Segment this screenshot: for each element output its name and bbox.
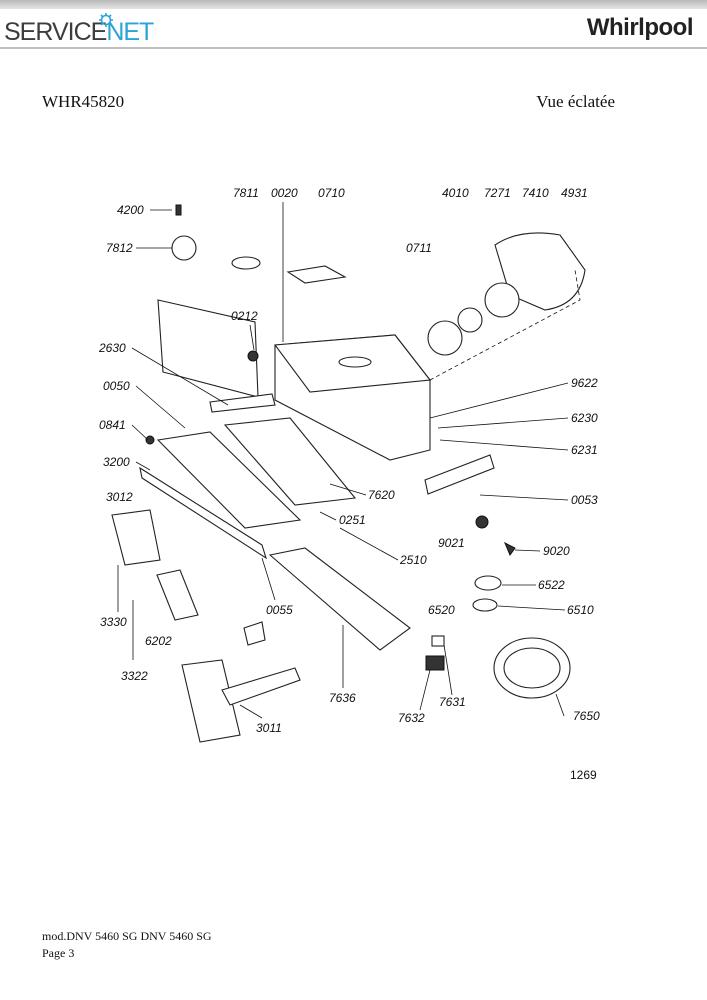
header-divider	[0, 47, 707, 49]
clip	[243, 621, 266, 646]
knob	[475, 515, 489, 529]
lower-filter	[268, 547, 411, 651]
footer-model-line: mod.DNV 5460 SG DNV 5460 SG	[42, 929, 212, 943]
part-label: 4010	[442, 186, 469, 200]
lamp-cover	[474, 575, 502, 591]
housing-outlet	[338, 356, 372, 368]
top-bar	[0, 0, 707, 9]
leader-7631	[443, 644, 453, 696]
lamp-bulb	[472, 598, 498, 612]
part-label: 6231	[571, 443, 598, 457]
part-label: 7631	[439, 695, 466, 709]
leader-0053	[479, 494, 569, 501]
part-label: 7620	[368, 488, 395, 502]
part-label: 7636	[329, 691, 356, 705]
part-label: 0710	[318, 186, 345, 200]
small-knob	[145, 435, 155, 445]
part-label: 6230	[571, 411, 598, 425]
filter-frame	[156, 431, 302, 529]
fan-wheel	[484, 282, 520, 318]
part-label: 7271	[484, 186, 511, 200]
brand-net: NET	[106, 18, 154, 46]
leader-3011	[239, 704, 263, 719]
leader-0055	[261, 557, 276, 601]
part-label: 6510	[567, 603, 594, 617]
part-label: 7811	[233, 186, 259, 200]
part-label: 6522	[538, 578, 565, 592]
part-label: 9622	[571, 376, 598, 390]
part-label: 2510	[399, 553, 427, 567]
motor	[457, 307, 483, 333]
diagram-reference: 1269	[570, 768, 597, 782]
leader-0841	[131, 424, 149, 441]
side-rail-left	[209, 393, 276, 413]
page-number: Page 3	[42, 946, 75, 960]
top-filter	[286, 265, 347, 284]
part-label: 0020	[271, 186, 298, 200]
part-label: 6520	[428, 603, 455, 617]
lower-handle	[181, 659, 241, 743]
part-label: 6202	[145, 634, 172, 648]
part-label: 3330	[100, 615, 127, 629]
leader-7650	[555, 693, 565, 717]
leader-2510	[339, 527, 399, 561]
connector-nut	[247, 350, 259, 362]
part-label: 7812	[106, 241, 133, 255]
switch-small	[425, 655, 445, 671]
part-label: 0251	[339, 513, 366, 527]
view-title: Vue éclatée	[536, 92, 615, 111]
part-label: 4200	[117, 203, 144, 217]
gear-icon	[99, 13, 113, 27]
lower-handle-arm	[221, 667, 301, 706]
leader-9622	[429, 382, 569, 419]
part-label: 0841	[99, 418, 126, 432]
grease-filter	[223, 417, 357, 506]
top-connector	[231, 256, 261, 270]
pin	[175, 204, 182, 216]
part-label: 4931	[561, 186, 588, 200]
servicenet-logo: SERVICENET	[4, 18, 154, 47]
upper-handle	[111, 509, 161, 566]
motor-grille	[427, 320, 463, 356]
part-label: 9021	[438, 536, 465, 550]
part-label: 7410	[522, 186, 549, 200]
leader-3200	[135, 461, 151, 471]
leader-0050	[135, 385, 186, 429]
leader-6231	[439, 439, 569, 451]
part-label: 3322	[121, 669, 148, 683]
latch	[504, 541, 516, 557]
connector-small	[431, 635, 445, 647]
brand-service: SERVICE	[4, 18, 107, 46]
leader-7620	[329, 483, 367, 496]
part-label: 0711	[406, 241, 432, 255]
part-label: 3012	[106, 490, 133, 504]
part-label: 0055	[266, 603, 293, 617]
leader-6510	[497, 605, 566, 611]
part-label: 3200	[103, 455, 130, 469]
part-label: 9020	[543, 544, 570, 558]
part-label: 0050	[103, 379, 130, 393]
front-trim	[139, 466, 267, 560]
part-label: 7650	[573, 709, 600, 723]
exploded-view-diagram: 4200 7811 0020 0710 4010 7271 7410 4931 …	[98, 186, 600, 743]
part-label: 3011	[256, 721, 282, 735]
part-label: 2630	[98, 341, 126, 355]
leader-0212	[249, 324, 255, 351]
assembly-axis	[429, 269, 581, 381]
leader-9020	[514, 549, 541, 552]
charcoal-filter-inner	[503, 647, 561, 689]
part-label: 0212	[231, 309, 258, 323]
model-code: WHR45820	[42, 92, 125, 111]
bracket	[156, 569, 199, 621]
leader-2630	[131, 347, 229, 406]
part-label: 7632	[398, 711, 425, 725]
leader-6230	[437, 417, 569, 429]
whirlpool-logo: Whirlpool	[586, 14, 694, 41]
side-rail-right	[424, 454, 495, 495]
blower-housing	[494, 232, 586, 311]
leader-7632	[419, 669, 431, 711]
part-label: 0053	[571, 493, 598, 507]
duct-collar	[171, 235, 197, 261]
leader-0251	[319, 511, 337, 521]
